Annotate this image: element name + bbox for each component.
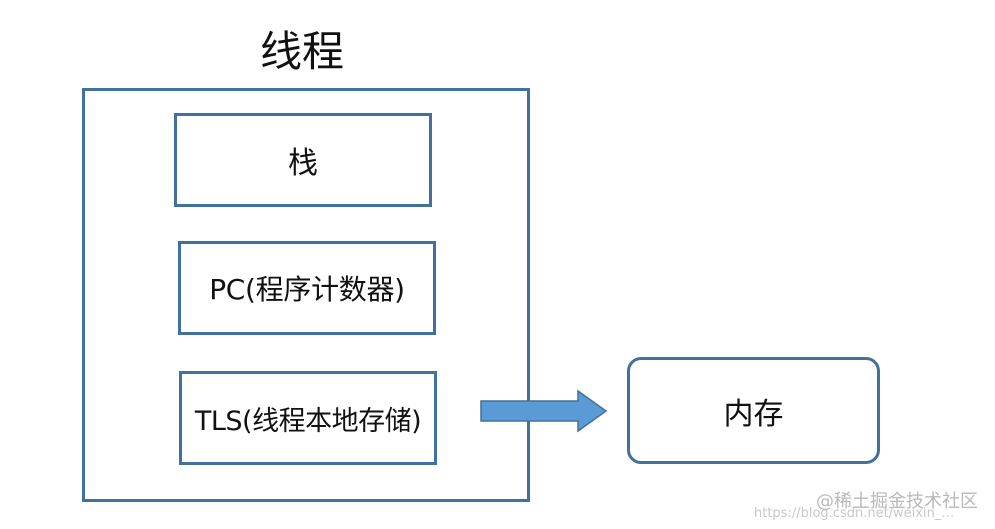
url-watermark: https://blog.csdn.net/weixin_…	[754, 506, 955, 521]
community-watermark: @稀土掘金技术社区	[816, 491, 978, 512]
pc-box: PC(程序计数器)	[178, 241, 436, 335]
memory-box: 内存	[627, 357, 880, 464]
tls-box: TLS(线程本地存储)	[179, 371, 437, 465]
thread-title: 线程	[259, 27, 344, 76]
stack-box: 栈	[174, 113, 432, 207]
right-arrow-icon	[480, 389, 608, 433]
